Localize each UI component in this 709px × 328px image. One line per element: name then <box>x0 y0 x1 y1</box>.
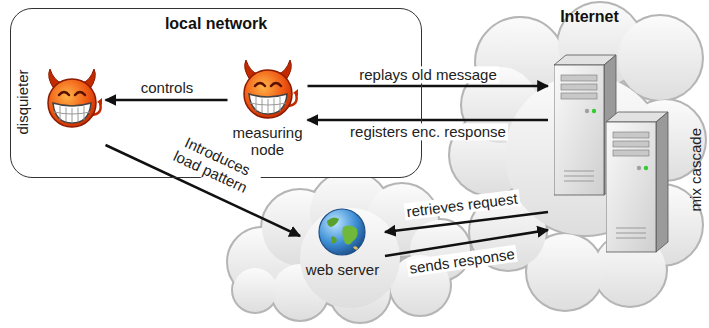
flow-arrow <box>308 85 549 88</box>
node-label: measuring node <box>228 124 308 159</box>
attacker-icon: disquieter <box>14 55 106 150</box>
edge-label: replays old message <box>357 66 499 83</box>
globe-icon <box>317 207 367 257</box>
flow-arrow <box>106 99 228 102</box>
edge-label: sends response <box>406 245 517 277</box>
devil-icon <box>40 67 104 131</box>
region-title: local network <box>11 15 421 33</box>
region-title: Internet <box>470 8 709 26</box>
server-stack: mix cascade <box>548 50 704 260</box>
node-label: mix cascade <box>687 128 704 211</box>
edge-label: retrieves request <box>404 189 521 220</box>
web-server: web server <box>300 205 385 300</box>
node-label: disquieter <box>14 69 31 134</box>
servers-icon <box>548 50 678 255</box>
edge-label: controls <box>139 79 196 96</box>
node-label: web server <box>300 261 385 278</box>
devil-icon <box>236 58 300 122</box>
edge-label: registers enc. response <box>348 123 508 140</box>
flow-arrow <box>308 119 549 122</box>
